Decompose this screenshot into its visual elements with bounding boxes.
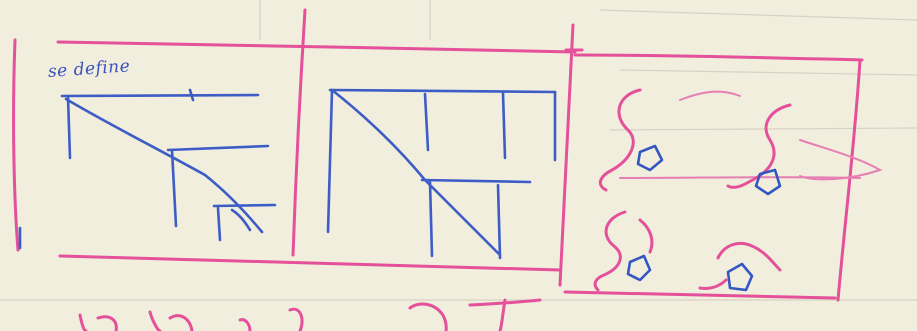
diagonal-line: [66, 99, 262, 232]
squiggle-3: [595, 212, 625, 290]
marker-4: [728, 264, 752, 290]
right-panel-top: [575, 55, 862, 60]
frame-bottom-edge: [60, 256, 560, 270]
frame-left-bracket: [14, 40, 18, 250]
panel-divider-2: [560, 25, 573, 285]
right-panel-midline: [620, 177, 860, 178]
mid-left-edge: [328, 90, 332, 232]
squiggle-4-tail: [700, 280, 726, 289]
squiggle-2-tail: [800, 140, 880, 179]
tick-2: [232, 210, 250, 230]
squiggle-3-tail: [640, 220, 652, 252]
squiggle-1: [600, 90, 640, 190]
marker-3: [628, 256, 650, 280]
mid-top-line: [330, 90, 555, 92]
squiggle-1-tail: [680, 92, 740, 100]
marker-2: [756, 170, 780, 194]
middle-staircase-diagram: [328, 90, 555, 258]
frame-top-edge: [58, 42, 575, 52]
left-staircase-diagram: [20, 90, 275, 248]
mid-diagonal: [332, 90, 500, 255]
mid-vert-2: [503, 93, 505, 158]
mid-step-drop-1: [430, 182, 432, 256]
step-2: [214, 205, 275, 206]
right-panel-right: [838, 60, 860, 300]
mid-vert-1: [425, 94, 428, 150]
step-2-drop: [218, 208, 220, 240]
right-panel-bottom: [565, 292, 835, 298]
left-edge: [68, 97, 70, 158]
mid-step: [422, 180, 530, 182]
step-1: [168, 146, 268, 150]
right-panel-figures: [595, 90, 880, 290]
marker-1: [638, 146, 662, 170]
top-line: [62, 95, 258, 96]
step-1-drop: [172, 150, 176, 226]
cropped-handwriting: [80, 300, 540, 331]
squiggle-4: [718, 243, 780, 270]
tick-1: [190, 90, 193, 100]
paper-grid: [0, 0, 917, 300]
panel-frame: [14, 10, 862, 300]
mid-step-drop-2: [498, 185, 500, 258]
